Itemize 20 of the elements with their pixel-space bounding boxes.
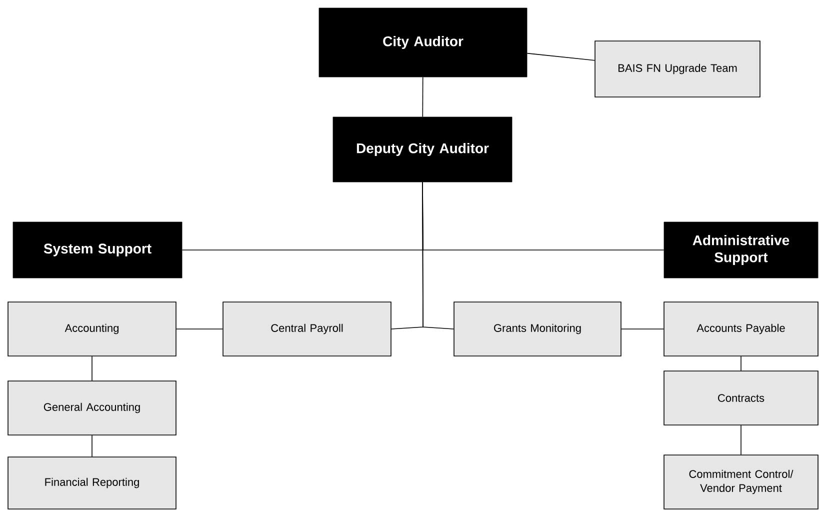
- connector-line: [740, 425, 742, 455]
- title-box: Deputy City Auditor: [332, 116, 512, 182]
- unit-box: Contracts: [664, 370, 818, 426]
- connector-line: [740, 356, 742, 371]
- unit-box: Accounting: [8, 302, 176, 356]
- unit-box: Financial Reporting: [8, 456, 176, 510]
- unit-box: Central Payroll: [222, 302, 392, 356]
- title-box: Administrative Support: [664, 222, 818, 278]
- unit-box: Accounts Payable: [664, 302, 818, 356]
- unit-box: General Accounting: [8, 380, 176, 436]
- connector-line: [422, 182, 454, 330]
- connector-line: [176, 328, 223, 330]
- connector-line: [526, 52, 595, 61]
- unit-box: Commitment Control/ Vendor Payment: [664, 454, 818, 510]
- title-box: System Support: [12, 222, 182, 278]
- connector-line: [422, 76, 424, 118]
- title-box: City Auditor: [318, 8, 528, 78]
- unit-box: Grants Monitoring: [454, 302, 622, 356]
- connector-line: [621, 328, 664, 330]
- unit-box: BAIS FN Upgrade Team: [594, 40, 760, 98]
